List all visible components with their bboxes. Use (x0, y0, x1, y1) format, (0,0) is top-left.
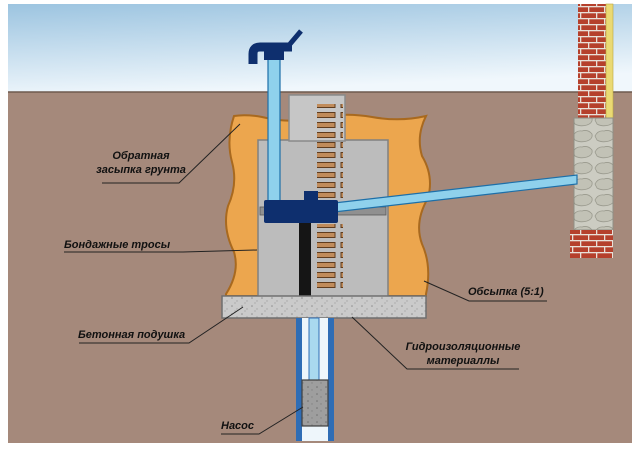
faucet (248, 29, 303, 64)
leader-pump (221, 406, 304, 435)
drop-pipe (299, 223, 311, 296)
brick-wall (578, 4, 606, 118)
well-casing (296, 317, 334, 441)
faucet-body (264, 48, 284, 60)
sky (8, 4, 632, 92)
supply-pipe-vertical (267, 55, 281, 205)
faucet-spout (248, 42, 292, 64)
leader-backfill (102, 123, 241, 184)
casing-wall-left (296, 318, 302, 441)
faucet-handle (288, 29, 303, 46)
leader-lines (64, 123, 547, 435)
insulation-strip (605, 3, 614, 119)
ladder-upper (317, 104, 343, 204)
valve-body (264, 200, 338, 223)
water-pipe-inner (308, 317, 320, 383)
leader-concrete-pad (79, 306, 244, 344)
brick-footing (570, 230, 613, 258)
pump (301, 379, 329, 427)
concrete-pad (221, 295, 427, 319)
wellhead-valve (264, 191, 338, 223)
leader-waterproofing (351, 316, 519, 370)
leader-cables (64, 249, 258, 253)
ladder-lower (317, 224, 343, 292)
casing-wall-right (328, 318, 334, 441)
valve-stub (304, 191, 318, 201)
house-wall (570, 3, 614, 258)
leader-gravel (423, 280, 547, 302)
stone-foundation (573, 117, 614, 231)
